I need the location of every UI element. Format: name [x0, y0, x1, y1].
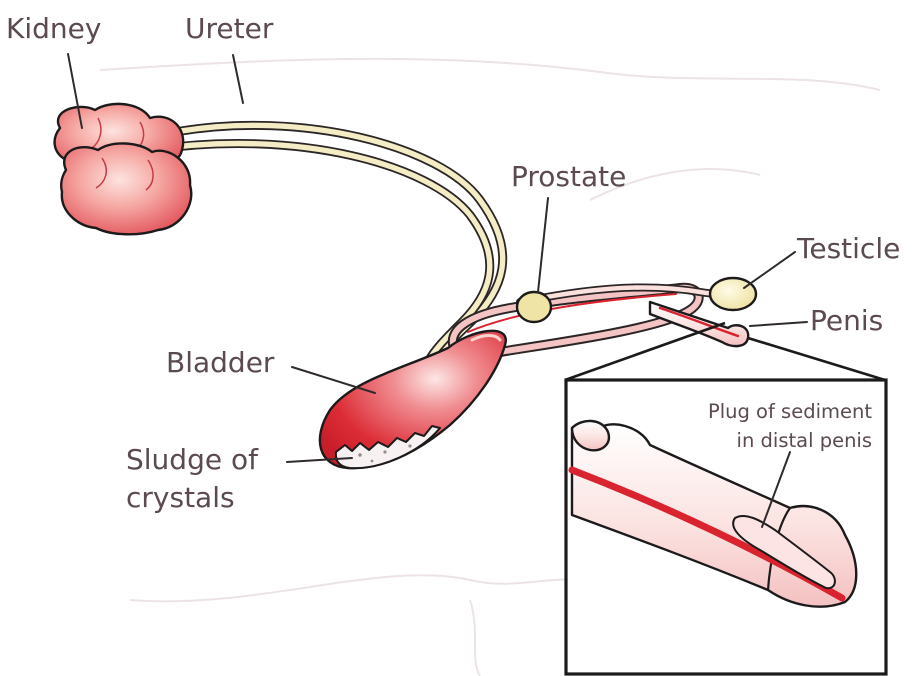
label-plug-line2: in distal penis: [737, 429, 872, 452]
label-testicle: Testicle: [796, 232, 900, 265]
label-ureter: Ureter: [185, 12, 274, 45]
label-kidney: Kidney: [6, 12, 101, 45]
bladder: [320, 331, 506, 468]
label-sludge-line1: Sludge of: [126, 443, 259, 476]
label-sludge-line2: crystals: [126, 481, 235, 514]
label-prostate: Prostate: [511, 160, 626, 193]
label-bladder: Bladder: [166, 346, 275, 379]
testicle: [710, 278, 756, 310]
kidney-front: [61, 143, 191, 234]
inset-magnified-view: [566, 380, 886, 674]
kidneys: [55, 104, 192, 234]
label-penis: Penis: [810, 304, 883, 337]
prostate: [517, 292, 551, 322]
label-plug-line1: Plug of sediment: [708, 400, 872, 423]
ureters: [150, 125, 503, 362]
